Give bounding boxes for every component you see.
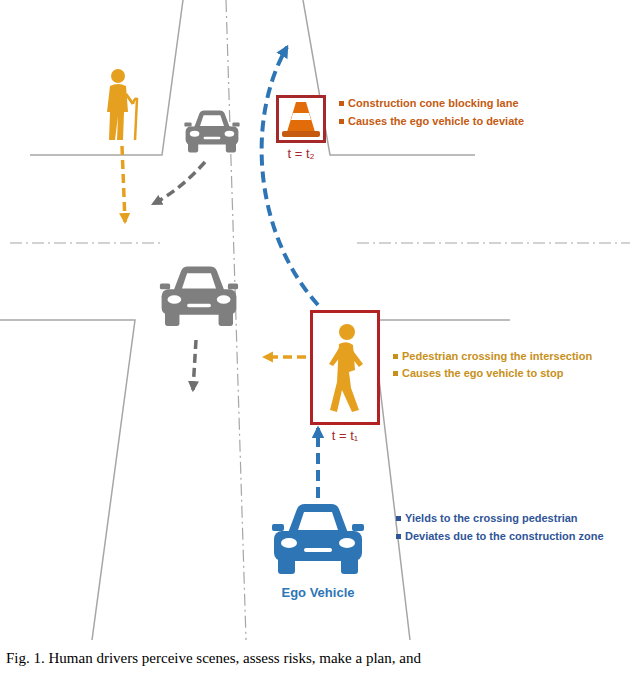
ego-car-icon	[266, 500, 370, 582]
annotation-note: Yields to the crossing pedestrian	[405, 512, 578, 525]
bullet-mark	[396, 534, 401, 539]
node-label: t = t₁	[332, 428, 358, 444]
bullet-mark	[339, 119, 344, 124]
ego-path	[262, 47, 318, 305]
node-label: t = t₂	[287, 146, 314, 162]
pedestrian-event-box: t = t₁	[310, 310, 380, 444]
node-label: Ego Vehicle	[282, 585, 355, 601]
pedestrian-path	[122, 146, 125, 222]
annotation-note: Causes the ego vehicle to stop	[402, 367, 563, 380]
gray-car	[184, 110, 239, 152]
bullet-mark	[339, 101, 344, 106]
motion-arrow	[316, 428, 320, 498]
annotation-note: Causes the ego vehicle to deviate	[348, 115, 524, 128]
cone-icon	[279, 98, 323, 140]
car-path	[153, 162, 205, 204]
car-path	[193, 340, 196, 390]
node-frame	[266, 500, 370, 582]
elderly-pedestrian	[107, 69, 137, 140]
node-frame	[276, 95, 326, 143]
ego-vehicle: Ego Vehicle	[266, 500, 370, 601]
bullet-mark	[393, 354, 398, 359]
pedestrian-path	[264, 355, 306, 359]
annotation-note: Construction cone blocking lane	[348, 97, 519, 110]
figure-caption: Fig. 1. Human drivers perceive scenes, a…	[6, 650, 421, 667]
road-edge	[0, 0, 510, 640]
bullet-mark	[393, 371, 398, 376]
center-line	[10, 0, 630, 640]
node-frame	[310, 310, 380, 425]
annotation-note: Deviates due to the construction zone	[405, 530, 604, 543]
cone-event-box: t = t₂	[276, 95, 326, 162]
bullet-mark	[396, 516, 401, 521]
gray-car	[160, 266, 238, 326]
annotation-note: Pedestrian crossing the intersection	[402, 350, 592, 363]
walking-pedestrian-icon	[315, 318, 375, 418]
